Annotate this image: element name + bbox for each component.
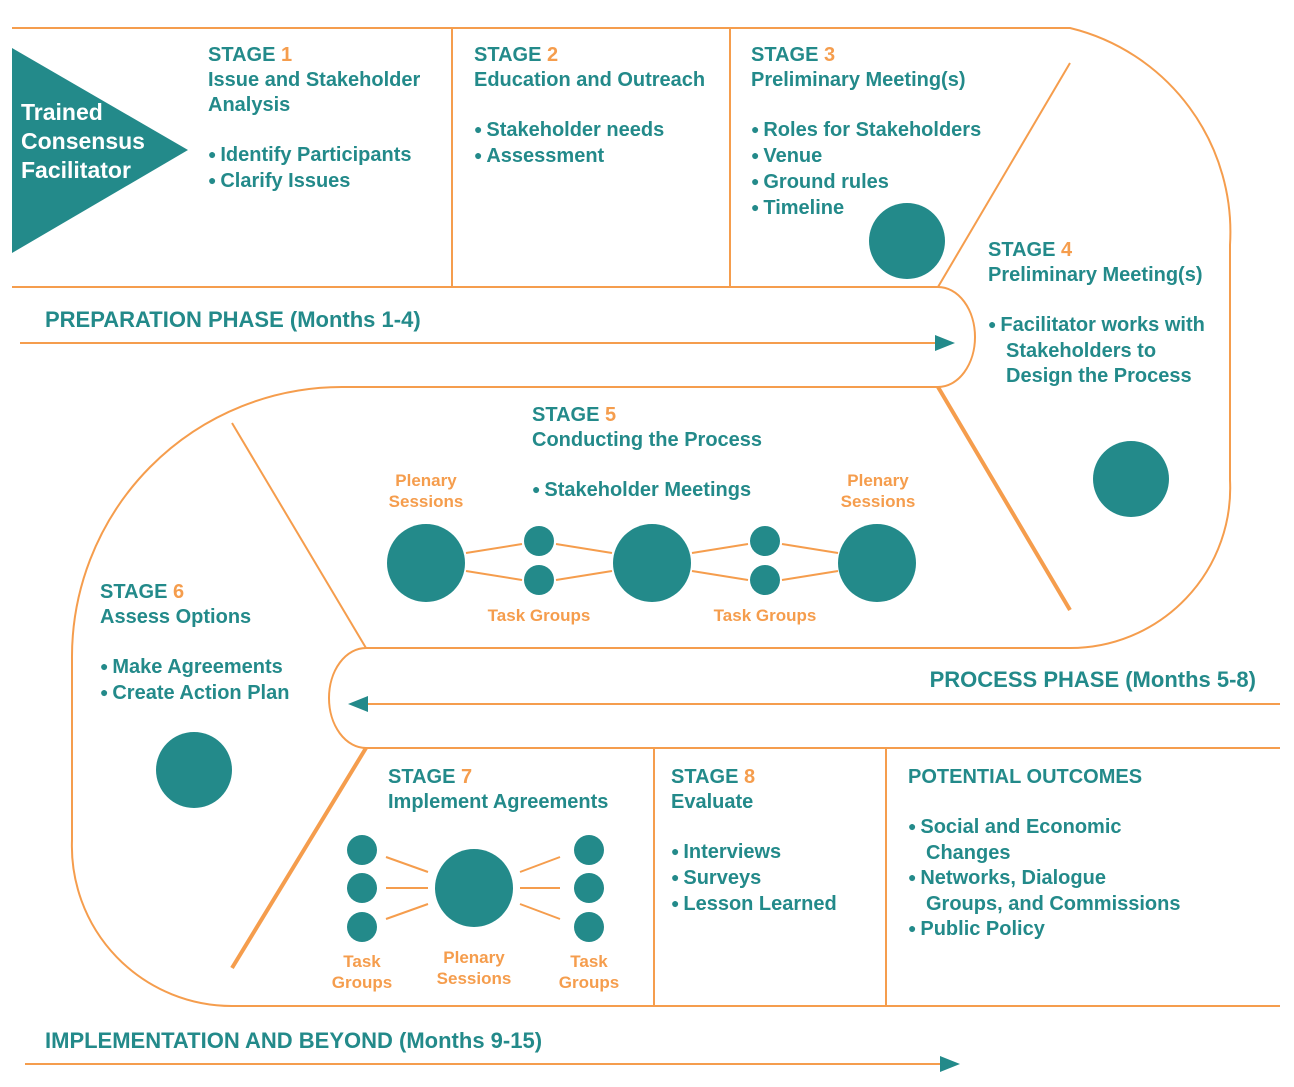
stage-title: Implement Agreements [388, 791, 609, 813]
stage-heading: STAGE 4 [988, 239, 1073, 261]
plenary-node [613, 524, 691, 602]
task-node [524, 526, 554, 556]
task-node [347, 873, 377, 903]
plenary-node [435, 849, 513, 927]
preparation-phase-label: PREPARATION PHASE (Months 1-4) [45, 307, 421, 332]
bullet-item: Ground rules [751, 170, 981, 196]
task-node [347, 912, 377, 942]
bullet-item: Create Action Plan [100, 681, 289, 707]
stage-2: STAGE 2 Education and Outreach Stakehold… [474, 43, 705, 170]
task-groups-label: Task Groups [713, 606, 817, 625]
top-band-border [12, 27, 1232, 650]
bullet-item: Clarify Issues [208, 169, 420, 195]
process-phase-label: PROCESS PHASE (Months 5-8) [929, 667, 1256, 692]
plenary-node [387, 524, 465, 602]
bullet-item: Surveys [671, 866, 837, 892]
plenary-node [838, 524, 916, 602]
bullet-item: Stakeholder Meetings [532, 478, 762, 504]
bullet-item: Networks, Dialogue [908, 866, 1180, 892]
stage-title: Issue and Stakeholder [208, 69, 421, 91]
outcomes-heading: POTENTIAL OUTCOMES [908, 766, 1143, 788]
facilitator-line: Trained [21, 99, 103, 125]
bullet-item: Assessment [474, 144, 705, 170]
bullet-item: Make Agreements [100, 655, 289, 681]
task-node [750, 526, 780, 556]
stage-marker-circle [156, 732, 232, 808]
bullet-item: Facilitator works with [988, 313, 1204, 339]
stage-title: Preliminary Meeting(s) [751, 69, 966, 91]
bullet-item-continued: Changes [926, 842, 1011, 864]
facilitator-label: Trained Consensus Facilitator [21, 98, 145, 185]
stage-heading: STAGE 1 [208, 44, 293, 66]
bullet-item-continued: Stakeholders to [1006, 340, 1157, 362]
stage-heading: STAGE 5 [532, 404, 617, 426]
arrow-left-icon [348, 696, 368, 712]
stage-heading: STAGE 8 [671, 766, 756, 788]
stage-6: STAGE 6 Assess Options Make Agreements C… [100, 580, 289, 707]
implementation-phase-label: IMPLEMENTATION AND BEYOND (Months 9-15) [45, 1028, 543, 1053]
bullet-item: Timeline [751, 196, 981, 222]
facilitator-triangle [12, 48, 188, 253]
bullet-item: Stakeholder needs [474, 118, 705, 144]
task-node [750, 565, 780, 595]
arrow-right-icon [940, 1056, 960, 1072]
arrow-right-icon [935, 335, 955, 351]
task-node [524, 565, 554, 595]
bullet-item: Social and Economic [908, 815, 1180, 841]
task-node [347, 835, 377, 865]
bullet-item-continued: Design the Process [1006, 365, 1192, 387]
stage-title: Education and Outreach [474, 69, 706, 91]
stage-4: STAGE 4 Preliminary Meeting(s) Facilitat… [988, 238, 1205, 389]
bullet-item: Roles for Stakeholders [751, 118, 981, 144]
task-node [574, 835, 604, 865]
bullet-item: Public Policy [908, 917, 1180, 943]
stage-heading: STAGE 7 [388, 766, 473, 788]
stage-heading: STAGE 3 [751, 44, 836, 66]
stage-3: STAGE 3 Preliminary Meeting(s) Roles for… [751, 43, 981, 222]
bullet-item-continued: Groups, and Commissions [926, 893, 1181, 915]
stage-title: Assess Options [100, 606, 252, 628]
stage-title: Preliminary Meeting(s) [988, 264, 1203, 286]
facilitator-line: Facilitator [21, 157, 131, 183]
facilitator-line: Consensus [21, 128, 145, 154]
potential-outcomes: POTENTIAL OUTCOMES Social and Economic C… [908, 765, 1180, 943]
stage-title: Analysis [208, 94, 291, 116]
stage-title: Conducting the Process [532, 429, 763, 451]
task-node [574, 873, 604, 903]
stage-8: STAGE 8 Evaluate Interviews Surveys Less… [671, 765, 837, 918]
stage-heading: STAGE 2 [474, 44, 559, 66]
stage-marker-circle [1093, 441, 1169, 517]
bullet-item: Lesson Learned [671, 892, 836, 918]
task-groups-label: Task Groups [487, 606, 591, 625]
stage-marker-circle [869, 203, 945, 279]
bullet-item: Venue [751, 144, 981, 170]
stage-heading: STAGE 6 [100, 581, 185, 603]
bullet-item: Identify Participants [208, 143, 420, 169]
task-node [574, 912, 604, 942]
stage-5: STAGE 5 Conducting the Process Stakehold… [532, 403, 762, 504]
stage-7: STAGE 7 Implement Agreements [388, 765, 608, 815]
stage-title: Evaluate [671, 791, 754, 813]
stage-1: STAGE 1 Issue and Stakeholder Analysis I… [208, 43, 420, 195]
bullet-item: Interviews [671, 840, 837, 866]
